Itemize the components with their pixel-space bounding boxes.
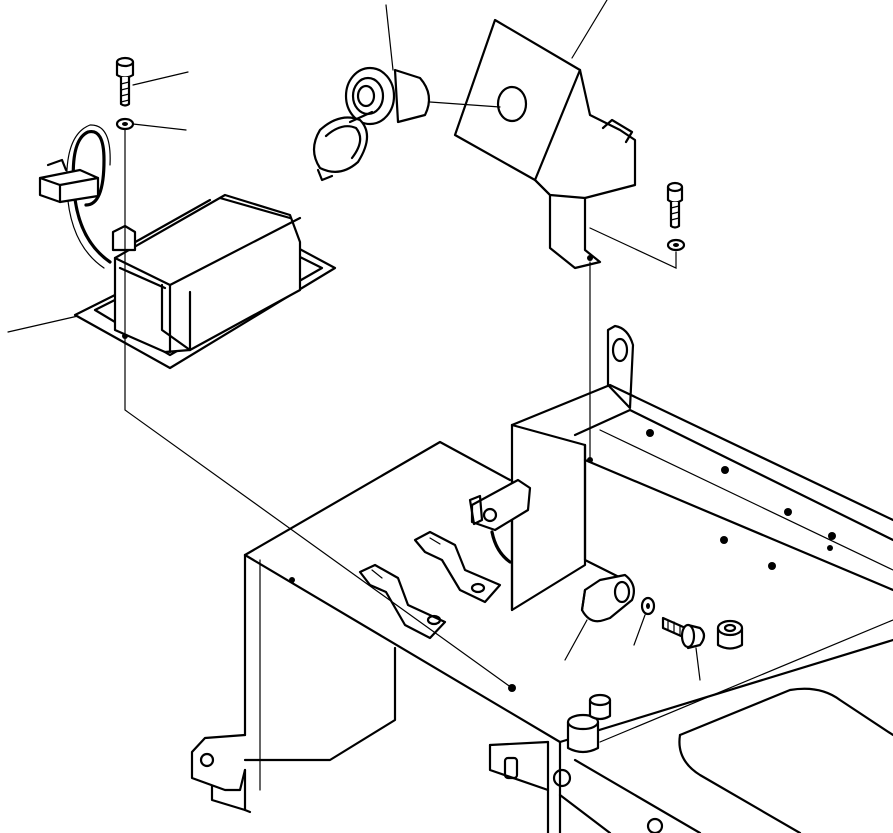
mounting-bolt-right xyxy=(666,181,684,229)
washer-right xyxy=(666,238,686,252)
flange-bolt xyxy=(661,616,706,650)
socket-bracket-plate xyxy=(453,18,637,270)
spacer-collar-lower xyxy=(566,693,612,754)
console-frame xyxy=(190,324,893,833)
clamp xyxy=(580,573,635,623)
ground-terminal xyxy=(468,478,532,564)
washer-small xyxy=(640,596,656,616)
mounting-bolt-left xyxy=(115,56,135,107)
fuse-box xyxy=(111,193,302,354)
frame-hole-right xyxy=(587,457,593,463)
cigarette-lighter-socket xyxy=(344,66,431,126)
assembly-lines xyxy=(7,0,701,689)
spacer-collar xyxy=(716,619,744,650)
cable-clamp-center xyxy=(413,530,502,604)
socket-cap xyxy=(312,110,374,182)
cable-clamp-left xyxy=(358,563,447,640)
wire-harness-loop xyxy=(38,124,112,269)
washer-left xyxy=(115,117,135,131)
